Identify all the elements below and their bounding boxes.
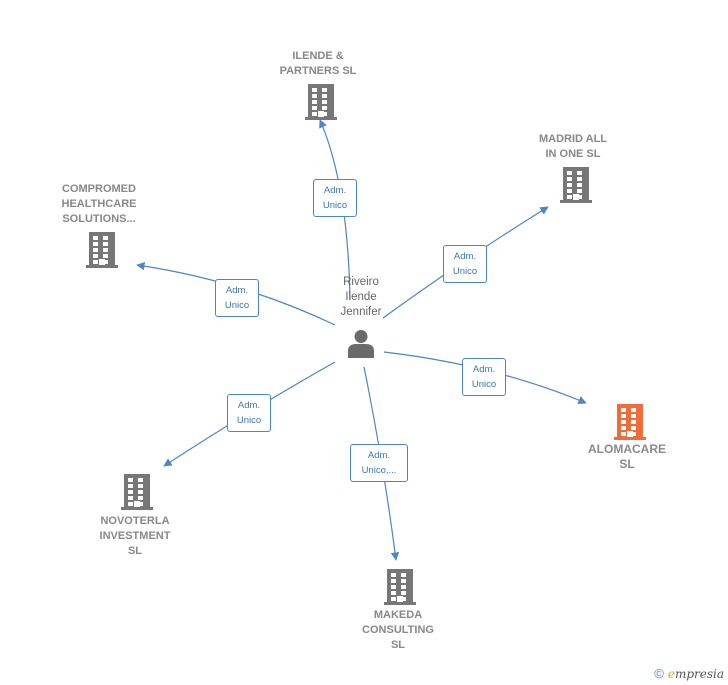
building-icon[interactable]: [305, 84, 337, 125]
footer-brand: © empresia: [654, 666, 724, 681]
role-badge-compromed[interactable]: Adm. Unico: [215, 279, 259, 317]
building-icon-highlighted[interactable]: [614, 404, 646, 445]
company-label-madrid[interactable]: MADRID ALL IN ONE SL: [538, 133, 608, 160]
role-badge-makeda[interactable]: Adm. Unico,...: [350, 444, 408, 482]
role-badge-madrid[interactable]: Adm. Unico: [443, 245, 487, 283]
building-icon[interactable]: [384, 569, 416, 610]
brand-logo: empresia: [667, 666, 724, 681]
person-icon[interactable]: [346, 328, 376, 358]
role-badge-alomacare[interactable]: Adm. Unico: [462, 358, 506, 396]
company-label-alomacare[interactable]: ALOMACARE SL: [588, 442, 666, 471]
company-label-ilende[interactable]: ILENDE & PARTNERS SL: [279, 50, 357, 77]
company-label-makeda[interactable]: MAKEDA CONSULTING SL: [362, 609, 434, 651]
center-person-label: Riveiro Ilende Jennifer: [340, 276, 382, 318]
copyright-icon: ©: [654, 666, 664, 681]
building-icon[interactable]: [121, 474, 153, 515]
role-badge-ilende[interactable]: Adm. Unico: [313, 179, 357, 217]
building-icon[interactable]: [560, 167, 592, 208]
role-badge-novoterla[interactable]: Adm. Unico: [227, 394, 271, 432]
company-label-novoterla[interactable]: NOVOTERLA INVESTMENT SL: [99, 515, 171, 557]
building-icon[interactable]: [86, 232, 118, 273]
company-label-compromed[interactable]: COMPROMED HEALTHCARE SOLUTIONS...: [61, 183, 137, 225]
